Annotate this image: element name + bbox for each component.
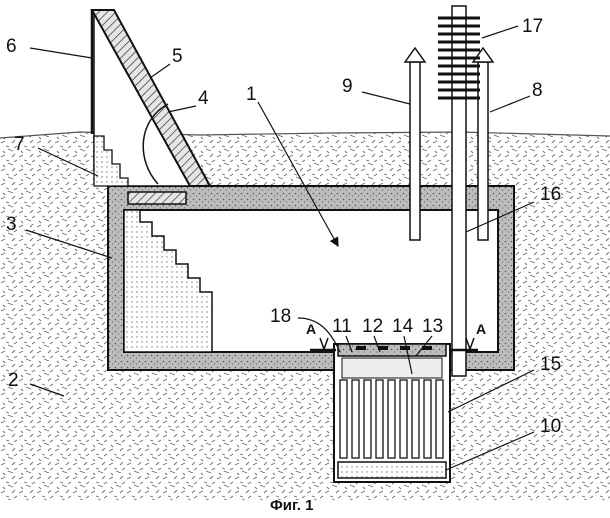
leader-12 [373,335,381,353]
leader-10 [445,431,535,471]
heat-pipe [451,5,467,377]
cold-accumulator-rods [339,379,444,459]
section-mark-left [310,337,336,352]
exhaust-pipe-arrow [403,46,427,63]
callout-5: 5 [172,46,183,67]
leader-3 [25,229,113,259]
callout-14: 14 [392,316,414,337]
leader-5 [149,63,171,79]
leader-17 [481,25,519,39]
entrance-stairs [93,135,129,187]
leader-9 [361,91,411,105]
tank-upper-chamber [341,357,443,379]
leader-16 [465,201,535,233]
callout-13: 13 [422,316,443,337]
callout-10: 10 [540,416,561,437]
callout-4: 4 [198,88,209,109]
leader-18 [297,317,341,353]
section-mark-left-label: A [306,321,316,337]
leader-lines [25,25,535,471]
section-mark-right-label: A [476,321,486,337]
lid-slots [356,346,432,350]
callout-9: 9 [342,76,353,97]
leader-13 [415,335,433,357]
callout-17: 17 [522,16,543,37]
callout-12: 12 [362,316,383,337]
interior-staircase [123,209,213,353]
leader-4 [167,105,197,113]
callout-18: 18 [270,306,291,327]
callout-15: 15 [540,354,561,375]
leader-14 [403,335,413,375]
leader-6 [29,47,93,59]
figure-caption: Фиг. 1 [270,497,313,514]
callout-2: 2 [8,370,19,391]
leader-7 [37,147,99,177]
leader-2 [29,383,65,397]
leader-8 [489,95,531,113]
callout-6: 6 [6,36,17,57]
tank-bottom [337,461,447,479]
leader-1 [257,101,339,248]
callout-7: 7 [14,134,25,155]
section-mark-right [450,337,478,352]
leader-11 [345,335,353,353]
inclined-hatch-cover [90,9,212,187]
callout-11: 11 [332,316,352,337]
callout-1: 1 [246,84,257,105]
callout-8: 8 [532,80,543,101]
callout-16: 16 [540,184,561,205]
leader-15 [447,369,535,413]
exhaust-pipe [409,61,421,241]
radiator-fins [438,16,480,100]
entrance-slab [127,191,187,205]
hatch-handle [142,103,169,185]
callout-3: 3 [6,214,17,235]
